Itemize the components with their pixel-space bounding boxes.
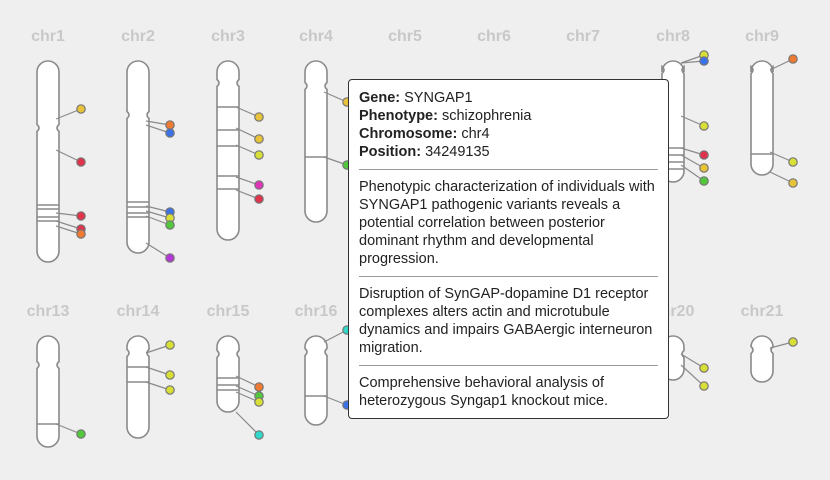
marker-leader-line [680, 364, 705, 387]
tooltip-abstract-2: Disruption of SynGAP-dopamine D1 recepto… [359, 286, 653, 356]
gene-marker-dot [76, 104, 86, 114]
tooltip-position-row: Position: 34249135 [359, 143, 658, 161]
gene-marker-dot [76, 157, 86, 167]
tooltip-abstract-1: Phenotypic characterization of individua… [359, 179, 655, 267]
gene-marker-dot [254, 382, 264, 392]
gene-marker-dot [788, 337, 798, 347]
chromosome-label-chr13: chr13 [27, 303, 70, 320]
gene-marker-dot [699, 176, 709, 186]
gene-marker-dot [699, 381, 709, 391]
tooltip-phenotype-row: Phenotype: schizophrenia [359, 107, 658, 125]
tooltip-chromosome-row: Chromosome: chr4 [359, 125, 658, 143]
gene-marker-dot [254, 134, 264, 144]
chromosome-label-chr15: chr15 [207, 303, 250, 320]
chromosome-label-chr21: chr21 [741, 303, 784, 320]
gene-marker-dot [699, 121, 709, 131]
chromosome-label-chr9: chr9 [745, 28, 779, 45]
tooltip-position-label: Position: [359, 144, 422, 160]
chromosome-label-chr8: chr8 [656, 28, 690, 45]
gene-tooltip: Gene: SYNGAP1 Phenotype: schizophrenia C… [348, 79, 669, 419]
gene-marker-dot [699, 56, 709, 66]
gene-marker-dot [254, 194, 264, 204]
gene-marker-dot [254, 150, 264, 160]
chromosome-chr15 [216, 335, 240, 413]
gene-marker-dot [788, 157, 798, 167]
tooltip-abstract-3: Comprehensive behavioral analysis of het… [359, 375, 609, 409]
tooltip-gene-label: Gene: [359, 90, 401, 106]
gene-marker-dot [699, 363, 709, 373]
gene-marker-dot [254, 112, 264, 122]
tooltip-phenotype-label: Phenotype: [359, 108, 438, 124]
gene-marker-dot [254, 180, 264, 190]
tooltip-phenotype-value: schizophrenia [441, 108, 532, 124]
chromosome-label-chr7: chr7 [566, 28, 600, 45]
gene-marker-dot [254, 397, 264, 407]
tooltip-divider [359, 365, 658, 366]
tooltip-gene-value: SYNGAP1 [404, 90, 473, 106]
chromosome-chr21 [750, 335, 774, 383]
chromosome-label-chr4: chr4 [299, 28, 333, 45]
marker-leader-line [235, 411, 260, 436]
tooltip-divider [359, 276, 658, 277]
gene-marker-dot [699, 163, 709, 173]
tooltip-chromosome-label: Chromosome: [359, 126, 458, 142]
gene-marker-dot [699, 150, 709, 160]
chromosome-label-chr1: chr1 [31, 28, 65, 45]
tooltip-gene-row: Gene: SYNGAP1 [359, 89, 658, 107]
gene-marker-dot [788, 178, 798, 188]
chromosome-label-chr2: chr2 [121, 28, 155, 45]
chromosome-chr3 [216, 60, 240, 241]
gene-marker-dot [165, 120, 175, 130]
tooltip-chromosome-value: chr4 [461, 126, 490, 142]
chromosome-label-chr16: chr16 [295, 303, 338, 320]
gene-marker-dot [788, 54, 798, 64]
chromosome-chr9 [750, 60, 774, 176]
gene-marker-dot [254, 430, 264, 440]
gene-marker-dot [76, 429, 86, 439]
gene-marker-dot [165, 385, 175, 395]
chromosome-chr1 [36, 60, 60, 263]
chromosome-label-chr6: chr6 [477, 28, 511, 45]
tooltip-position-value: 34249135 [425, 144, 490, 160]
chromosome-chr14 [126, 335, 150, 439]
chromosome-chr2 [126, 60, 150, 254]
gene-marker-dot [165, 340, 175, 350]
chromosome-label-chr5: chr5 [388, 28, 422, 45]
chromosome-label-chr3: chr3 [211, 28, 245, 45]
gene-marker-dot [165, 220, 175, 230]
chromosome-chr16 [304, 335, 328, 426]
gene-marker-dot [76, 211, 86, 221]
gene-marker-dot [165, 128, 175, 138]
gene-marker-dot [165, 253, 175, 263]
chromosome-chr13 [36, 335, 60, 448]
gene-marker-dot [76, 229, 86, 239]
chromosome-label-chr14: chr14 [117, 303, 160, 320]
chromosome-chr4 [304, 60, 328, 223]
gene-marker-dot [165, 370, 175, 380]
tooltip-divider [359, 169, 658, 170]
